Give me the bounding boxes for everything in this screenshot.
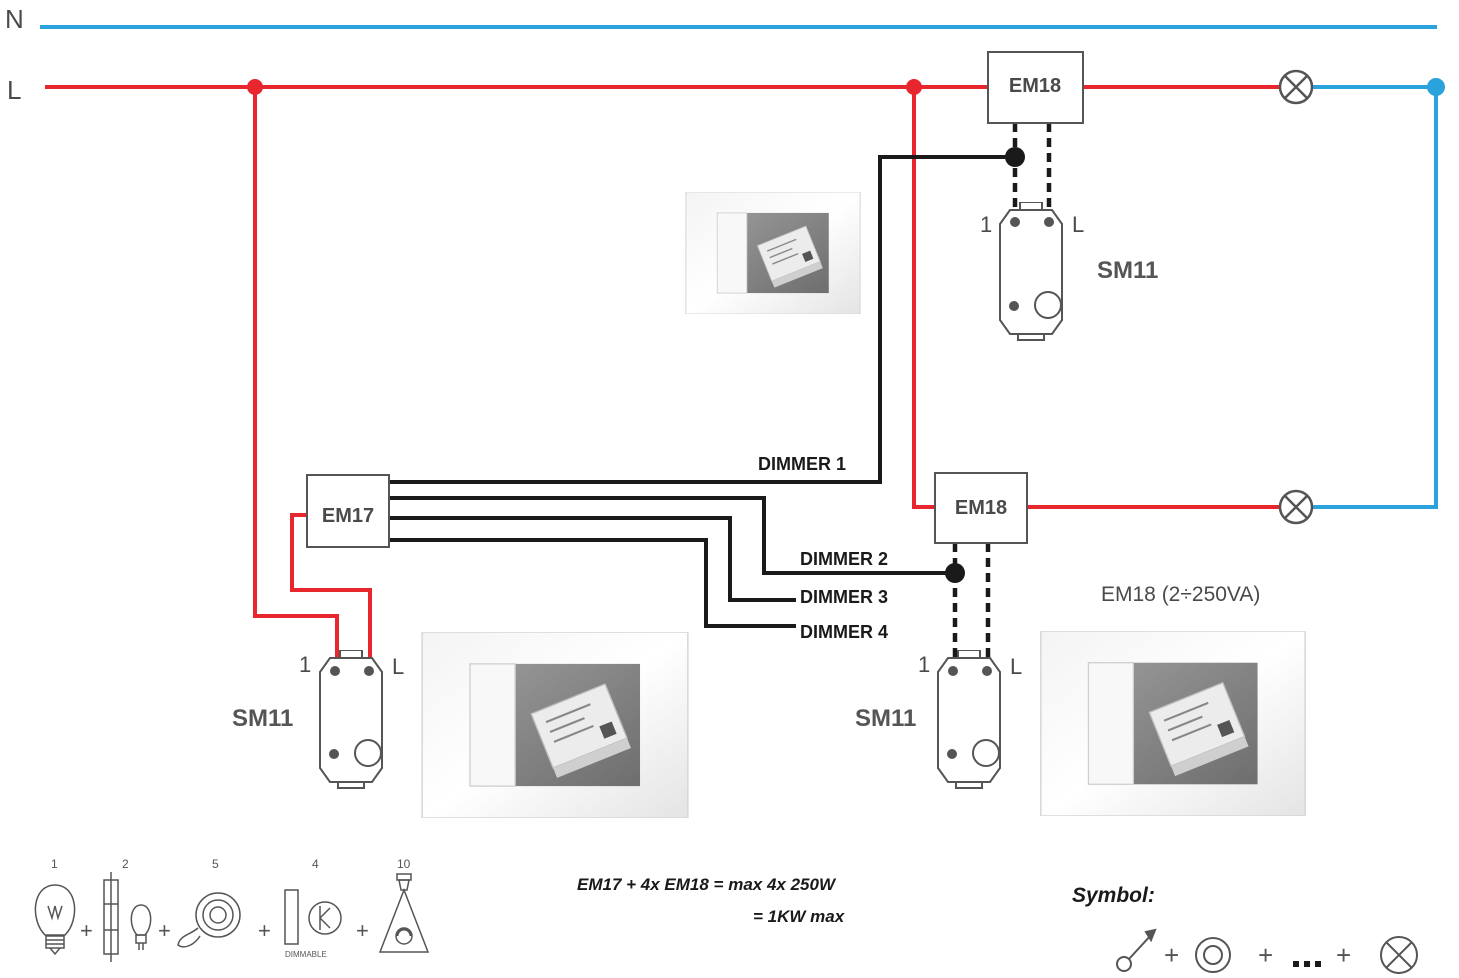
- switch-symbol-icon: [1116, 928, 1157, 972]
- svg-text:+: +: [1258, 940, 1273, 970]
- sm11-right-pinL: L: [1010, 654, 1022, 679]
- svg-text:+: +: [80, 918, 93, 943]
- formula-line-2: = 1KW max: [753, 907, 846, 926]
- live-label: L: [7, 75, 21, 105]
- live-junction: [906, 79, 922, 95]
- electronic-transformer-icon: DIMMABLE: [284, 889, 342, 959]
- load-count-2: 2: [122, 857, 129, 871]
- toroidal-transformer-icon: [177, 892, 241, 948]
- em17-label: EM17: [322, 505, 374, 527]
- neutral-rail: N: [5, 4, 1437, 34]
- svg-text:+: +: [1336, 940, 1351, 970]
- em18-rating-label: EM18 (2÷250VA): [1101, 583, 1260, 606]
- halogen-lamp-icon: [130, 904, 152, 950]
- dashed-links: [952, 123, 1052, 666]
- em18-middle-label: EM18: [955, 497, 1007, 519]
- sm11-left-label: SM11: [232, 705, 293, 732]
- halogen-tube-icon: [103, 872, 119, 962]
- dimmer-4-label: DIMMER 4: [800, 622, 888, 642]
- sm11-left-pin1: 1: [299, 652, 311, 677]
- incandescent-bulb-icon: [34, 884, 76, 956]
- symbol-title: Symbol:: [1072, 884, 1155, 907]
- product-photo-right: [1039, 631, 1307, 816]
- sm11-right-label: SM11: [855, 705, 916, 732]
- dimmer-3-label: DIMMER 3: [800, 587, 888, 607]
- sm11-right-switch: 1 L SM11: [855, 650, 1022, 789]
- dimmer-1-label: DIMMER 1: [758, 454, 846, 474]
- product-photo-left: [420, 632, 690, 818]
- formula-line-1: EM17 + 4x EM18 = max 4x 250W: [577, 875, 837, 894]
- ellipsis-icon: [1293, 961, 1321, 967]
- em18-top-module: EM18: [987, 51, 1084, 124]
- dimmer-bus: [389, 155, 1015, 628]
- neutral-junction: [1427, 78, 1445, 96]
- neutral-wiring: [1312, 85, 1438, 509]
- button-symbol-icon: [1195, 937, 1231, 973]
- svg-text:+: +: [356, 918, 369, 943]
- dimmer-2-label: DIMMER 2: [800, 549, 888, 569]
- lamp-bottom: [1278, 489, 1314, 525]
- sm11-top-label: SM11: [1097, 257, 1158, 284]
- symbol-legend: + + +: [1116, 928, 1418, 974]
- sm11-right-pin1: 1: [918, 652, 930, 677]
- svg-text:+: +: [258, 918, 271, 943]
- live-wiring: [253, 85, 1280, 668]
- sm11-top-pinL: L: [1072, 212, 1084, 237]
- lamp-top: [1278, 69, 1314, 105]
- neutral-label: N: [5, 4, 24, 34]
- sm11-left-pinL: L: [392, 654, 404, 679]
- product-photo-small: [684, 192, 862, 314]
- load-count-4: 4: [312, 857, 319, 871]
- live-junction: [247, 79, 263, 95]
- load-count-5: 5: [212, 857, 219, 871]
- load-types: 1 2 5 4 10 + +: [34, 857, 430, 962]
- em18-middle-module: EM18: [934, 472, 1028, 544]
- em18-top-label: EM18: [1009, 75, 1061, 97]
- dimmable-label: DIMMABLE: [285, 950, 327, 959]
- led-lamp-icon: [378, 873, 430, 953]
- sm11-top-switch: 1 L SM11: [980, 202, 1158, 341]
- load-count-1: 1: [51, 857, 58, 871]
- load-count-10: 10: [397, 857, 411, 871]
- svg-text:+: +: [1164, 940, 1179, 970]
- sm11-left-switch: 1 L SM11: [232, 650, 404, 789]
- svg-text:+: +: [158, 918, 171, 943]
- em17-module: EM17: [306, 474, 390, 548]
- lamp-symbol-icon: [1380, 936, 1418, 974]
- sm11-top-pin1: 1: [980, 212, 992, 237]
- live-rail: L: [7, 75, 988, 105]
